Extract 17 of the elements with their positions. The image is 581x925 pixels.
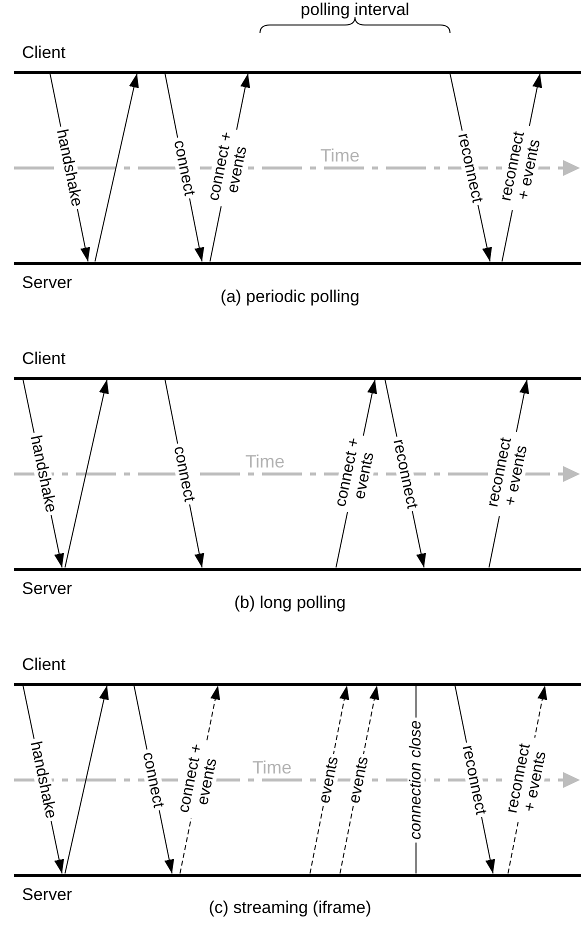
arrow — [64, 685, 109, 874]
interval-label: polling interval — [300, 0, 410, 20]
lifeline-label: Client — [22, 655, 66, 675]
lifeline-label: Client — [22, 349, 66, 369]
axis-label: Time — [245, 452, 285, 472]
lifeline-label: Server — [22, 884, 72, 904]
axis-label: Time — [320, 146, 360, 166]
panel-caption: (b) long polling — [234, 593, 346, 613]
axis-label: Time — [252, 758, 292, 778]
panel-caption: (a) periodic polling — [220, 287, 360, 307]
arrow — [94, 73, 139, 262]
lifeline-label: Server — [22, 578, 72, 598]
lifeline-label: Server — [22, 272, 72, 292]
panel-caption: (c) streaming (iframe) — [208, 898, 372, 918]
edge-label: connection close — [408, 716, 424, 842]
arrow — [64, 379, 109, 568]
lifeline-label: Client — [22, 43, 66, 63]
